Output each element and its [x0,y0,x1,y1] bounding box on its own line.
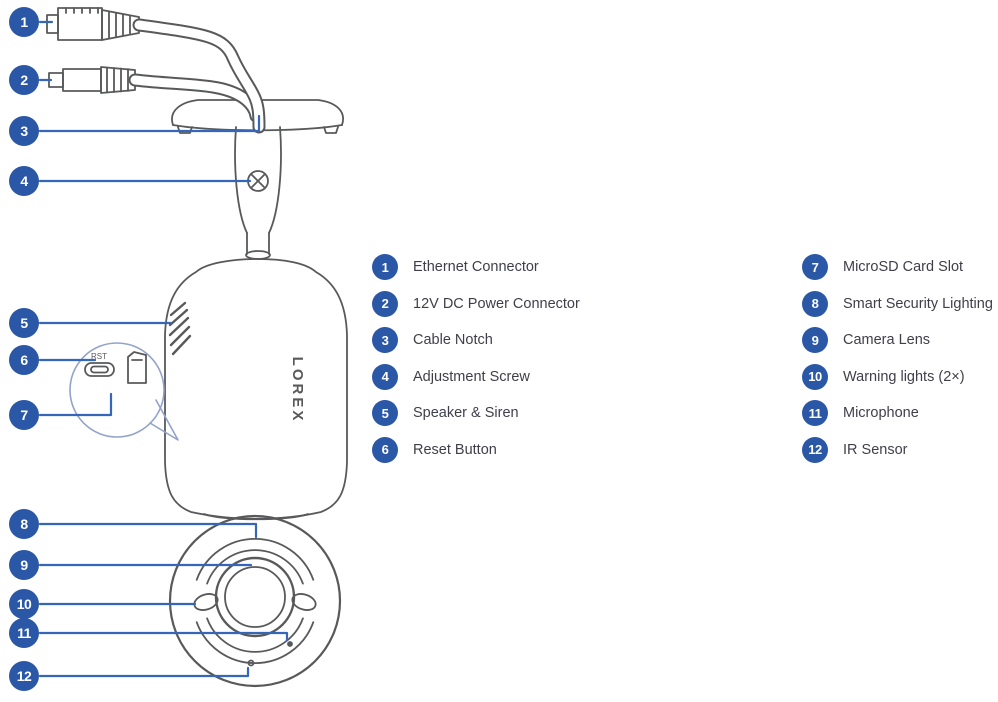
zoom-bubble [69,342,179,441]
legend-item-adjustment-screw: 4 Adjustment Screw [372,363,580,390]
legend-right-column: 7 MicroSD Card Slot 8 Smart Security Lig… [802,254,993,463]
callout-line-8 [38,522,258,539]
reset-button-drawing [84,362,115,377]
legend-num-10: 10 [802,363,828,390]
legend-label-4: Adjustment Screw [413,368,530,385]
callout-lines [38,20,289,678]
legend-item-speaker-siren: 5 Speaker & Siren [372,400,580,426]
callout-line-3 [38,114,261,133]
ir-sensor-dot [247,659,255,667]
legend-left-column: 1 Ethernet Connector 2 12V DC Power Conn… [372,254,580,463]
legend-label-12: IR Sensor [843,441,908,458]
legend-label-6: Reset Button [413,441,497,458]
legend-num-11: 11 [802,400,828,426]
callout-line-7 [38,392,113,417]
legend-label-1: Ethernet Connector [413,259,539,275]
legend-num-3: 3 [372,327,398,353]
callout-marker-11: 11 [9,618,39,648]
legend-item-camera-lens: 9 Camera Lens [802,327,993,353]
legend-item-ir-sensor: 12 IR Sensor [802,436,993,463]
legend-item-cable-notch: 3 Cable Notch [372,327,580,353]
callout-marker-1: 1 [9,7,39,37]
brand-text: LOREX [289,357,306,424]
legend-label-9: Camera Lens [843,332,931,348]
legend-item-ethernet-connector: 1 Ethernet Connector [372,254,580,280]
legend-num-6: 6 [372,436,398,463]
legend-num-1: 1 [372,254,398,280]
legend-item-microphone: 11 Microphone [802,400,993,426]
warning-light-left [193,593,219,611]
microsd-card-drawing [127,351,147,384]
legend-num-12: 12 [802,436,828,463]
legend-item-microsd-card-slot: 7 MicroSD Card Slot [802,254,993,280]
legend-item-warning-lights: 10 Warning lights (2×) [802,363,993,390]
legend-item-reset-button: 6 Reset Button [372,436,580,463]
legend-num-7: 7 [802,254,828,280]
legend-num-4: 4 [372,363,398,390]
callout-marker-2: 2 [9,65,39,95]
callout-marker-12: 12 [9,661,39,691]
microphone-dot [287,641,293,647]
rst-label: RST [91,352,107,361]
cable-drawing [128,18,266,134]
callout-marker-3: 3 [9,116,39,146]
legend-label-7: MicroSD Card Slot [843,259,964,275]
legend-num-2: 2 [372,290,398,317]
ethernet-connector-drawing [46,7,140,41]
legend-item-power-connector: 2 12V DC Power Connector [372,290,580,317]
callout-marker-4: 4 [9,166,39,196]
warning-light-right [291,593,317,611]
callout-marker-5: 5 [9,308,39,338]
callout-line-12 [38,666,250,678]
legend-label-10: Warning lights (2×) [843,368,965,385]
legend-item-smart-security-lighting: 8 Smart Security Lighting [802,290,993,317]
camera-lens-drawing [214,556,296,638]
callout-marker-6: 6 [9,345,39,375]
legend-num-9: 9 [802,327,828,353]
legend-label-3: Cable Notch [413,332,493,348]
power-connector-drawing [48,66,136,94]
legend-label-11: Microphone [843,405,919,421]
legend-label-8: Smart Security Lighting [843,295,993,312]
legend-label-5: Speaker & Siren [413,405,519,421]
legend-num-5: 5 [372,400,398,426]
legend-label-2: 12V DC Power Connector [413,295,580,312]
callout-marker-9: 9 [9,550,39,580]
legend-num-8: 8 [802,290,828,317]
camera-body-drawing [164,258,348,521]
callout-line-11 [38,631,289,642]
stem-drawing [234,126,282,260]
callout-marker-7: 7 [9,400,39,430]
callout-marker-8: 8 [9,509,39,539]
callout-marker-10: 10 [9,589,39,619]
speaker-grille-drawing [168,301,192,356]
